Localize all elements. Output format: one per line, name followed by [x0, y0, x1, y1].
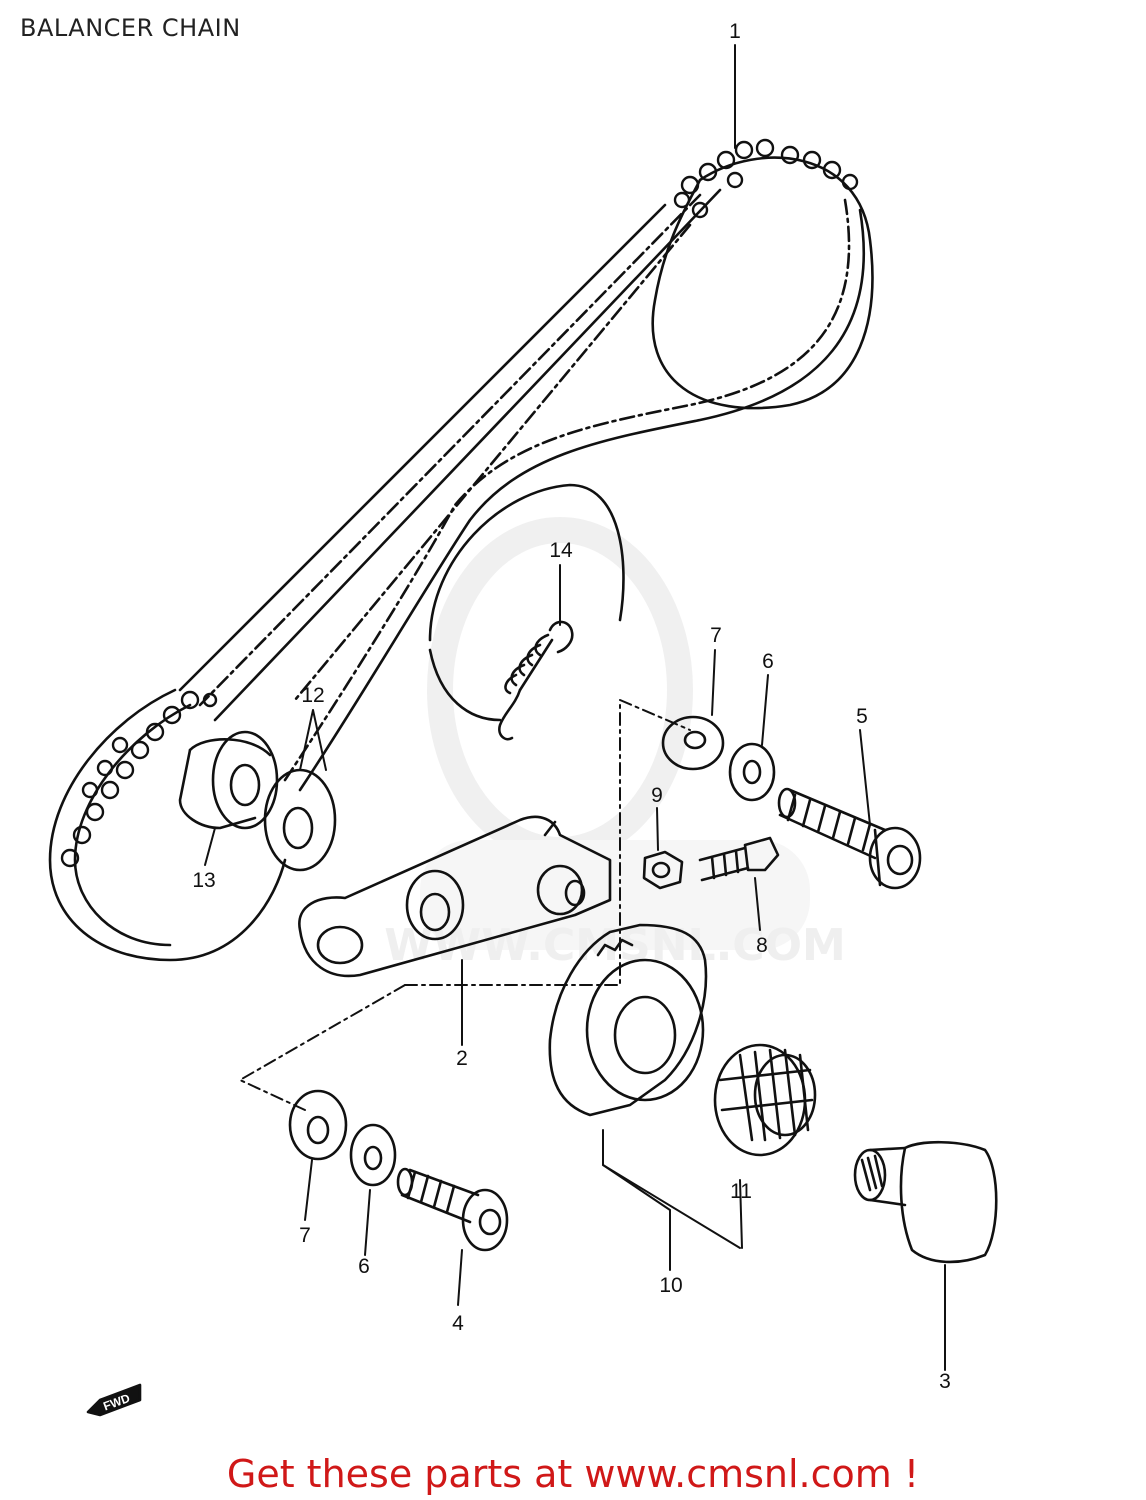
bolt-4 [396, 1167, 509, 1252]
callout-4: 4 [452, 1312, 464, 1335]
callout-8: 8 [756, 934, 768, 957]
callout-6-upper: 6 [762, 650, 774, 673]
callout-12: 12 [301, 684, 324, 707]
washer-6-upper [728, 742, 776, 802]
callout-13: 13 [192, 869, 215, 892]
callout-1: 1 [729, 20, 741, 43]
tensioner-spring [498, 620, 574, 741]
needle-bearing [713, 1043, 817, 1157]
tensioner-arm [298, 815, 612, 978]
sprocket-outline [428, 483, 625, 642]
callout-11: 11 [730, 1180, 752, 1203]
callout-5: 5 [856, 705, 868, 728]
washer-12 [263, 768, 337, 872]
nut-9 [642, 850, 684, 890]
washer-6-lower [349, 1123, 397, 1187]
washer-7-upper [661, 715, 725, 771]
fwd-arrow-icon: FWD [86, 1383, 142, 1417]
fwd-label: FWD [101, 1391, 132, 1414]
bolt-5 [777, 787, 922, 890]
sprocket-plate [548, 923, 708, 1117]
callouts: 1 2 3 4 5 6 7 8 9 10 11 12 13 14 7 6 [192, 20, 951, 1393]
callout-3: 3 [939, 1370, 951, 1393]
bolt-8 [698, 836, 780, 882]
callout-2: 2 [456, 1047, 468, 1070]
balancer-chain [48, 138, 874, 962]
callout-9: 9 [651, 784, 663, 807]
chain-links-top [673, 138, 859, 219]
callout-6-lower: 6 [358, 1255, 370, 1278]
callout-7-lower: 7 [299, 1224, 311, 1247]
callout-10: 10 [659, 1274, 682, 1297]
watermark: WWW.CMSNL.COM [384, 517, 846, 971]
chain-links-bottom [60, 690, 218, 868]
watermark-text: WWW.CMSNL.COM [384, 920, 846, 971]
washer-7-lower [288, 1089, 348, 1161]
leader-lines [204, 44, 946, 1371]
bushing [178, 730, 279, 830]
callout-7-upper: 7 [710, 624, 722, 647]
page-title: BALANCER CHAIN [20, 14, 241, 42]
callout-14: 14 [549, 539, 573, 562]
pivot-pin [853, 1140, 998, 1264]
footer-link[interactable]: Get these parts at www.cmsnl.com ! [226, 1452, 920, 1496]
